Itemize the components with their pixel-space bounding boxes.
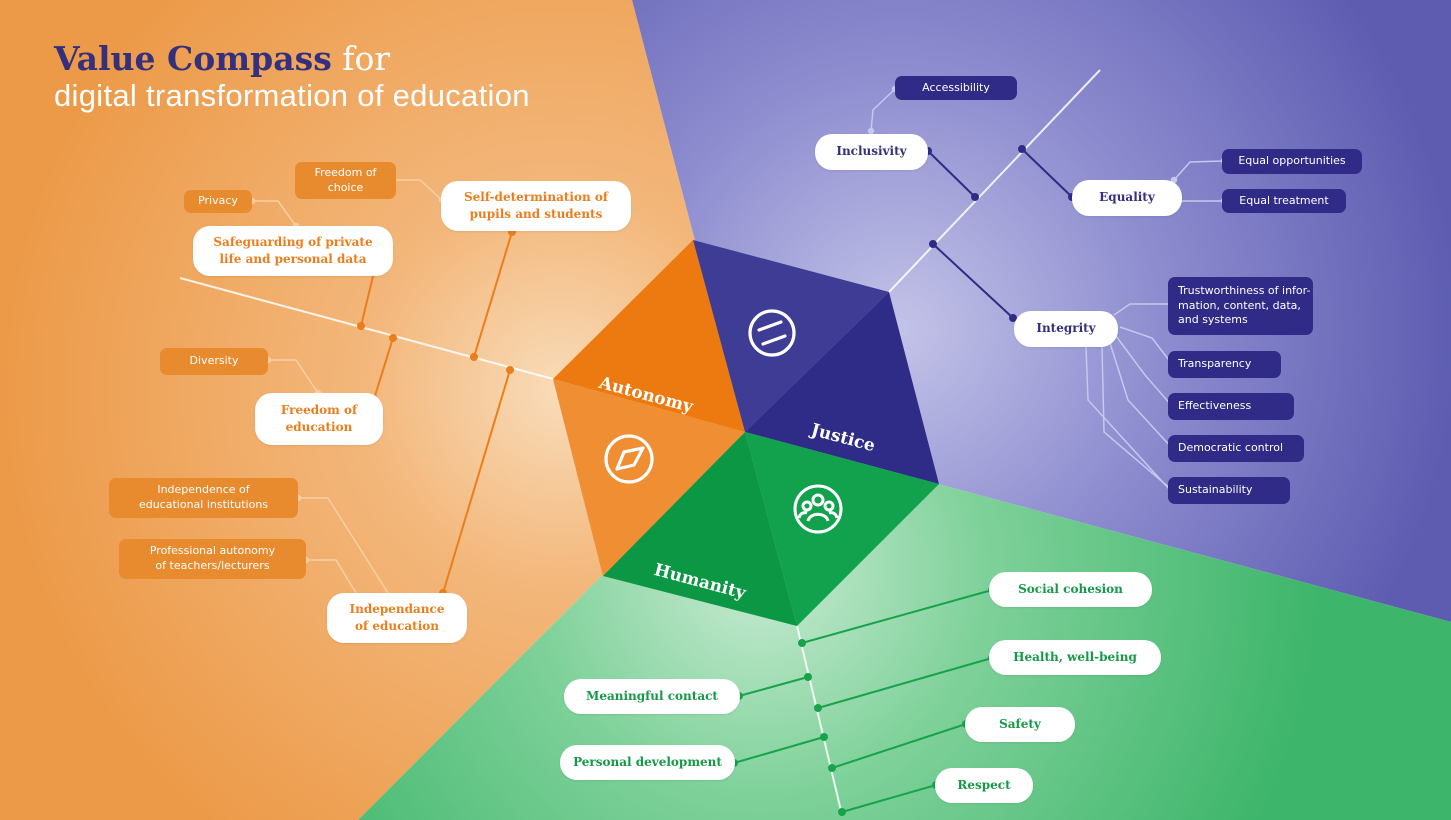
tag-equal-opportunities: Equal opportunities xyxy=(1222,149,1362,174)
humanity-sector xyxy=(358,432,1451,820)
tag-trustworthiness: Trustworthiness of infor- mation, conten… xyxy=(1168,277,1313,335)
tag-sustainability: Sustainability xyxy=(1168,477,1290,504)
value-meaningful-contact: Meaningful contact xyxy=(564,679,740,714)
tag-transparency: Transparency xyxy=(1168,351,1281,378)
hex-humanity-right xyxy=(745,432,939,626)
hex-justice-top xyxy=(693,240,889,432)
value-safety: Safety xyxy=(965,707,1075,742)
value-integrity: Integrity xyxy=(1014,311,1118,347)
title-rest: for xyxy=(331,39,391,78)
value-respect: Respect xyxy=(935,768,1033,803)
hex-autonomy-bottom xyxy=(553,379,745,576)
tag-professional-autonomy: Professional autonomy of teachers/lectur… xyxy=(119,539,306,579)
compass-icon xyxy=(604,434,654,484)
autonomy-tag-links xyxy=(248,179,446,594)
tag-effectiveness: Effectiveness xyxy=(1168,393,1294,420)
hex-humanity-left xyxy=(603,432,797,626)
tag-accessibility: Accessibility xyxy=(895,76,1017,100)
tag-independence-of-institutions: Independence of educational institutions xyxy=(109,478,298,518)
hex-justice-bottom xyxy=(745,292,939,484)
autonomy-axis xyxy=(179,277,554,380)
value-equality: Equality xyxy=(1072,180,1182,216)
hex-autonomy-top xyxy=(553,240,745,432)
equals-icon xyxy=(748,309,796,357)
value-independance-of-education: Independance of education xyxy=(327,593,467,643)
value-social-cohesion: Social cohesion xyxy=(989,572,1152,607)
humanity-axis xyxy=(796,625,843,816)
value-personal-development: Personal development xyxy=(560,745,735,780)
tag-equal-treatment: Equal treatment xyxy=(1222,189,1346,213)
tag-freedom-of-choice: Freedom of choice xyxy=(295,162,396,199)
title-subtitle: digital transformation of education xyxy=(54,77,530,113)
justice-connectors xyxy=(924,145,1076,322)
value-inclusivity: Inclusivity xyxy=(815,134,928,170)
value-self-determination: Self-determination of pupils and student… xyxy=(441,181,631,231)
title-bold: Value Compass xyxy=(54,39,332,78)
people-icon xyxy=(793,484,843,534)
diagram-title: Value Compass for digital transformation… xyxy=(54,40,530,114)
value-health-well-being: Health, well-being xyxy=(989,640,1161,675)
value-freedom-of-education: Freedom of education xyxy=(255,393,383,445)
value-safeguarding-private-life: Safeguarding of private life and persona… xyxy=(193,226,393,276)
justice-axis xyxy=(888,69,1101,293)
tag-privacy: Privacy xyxy=(184,190,252,213)
tag-diversity: Diversity xyxy=(160,348,268,375)
tag-democratic-control: Democratic control xyxy=(1168,435,1304,462)
